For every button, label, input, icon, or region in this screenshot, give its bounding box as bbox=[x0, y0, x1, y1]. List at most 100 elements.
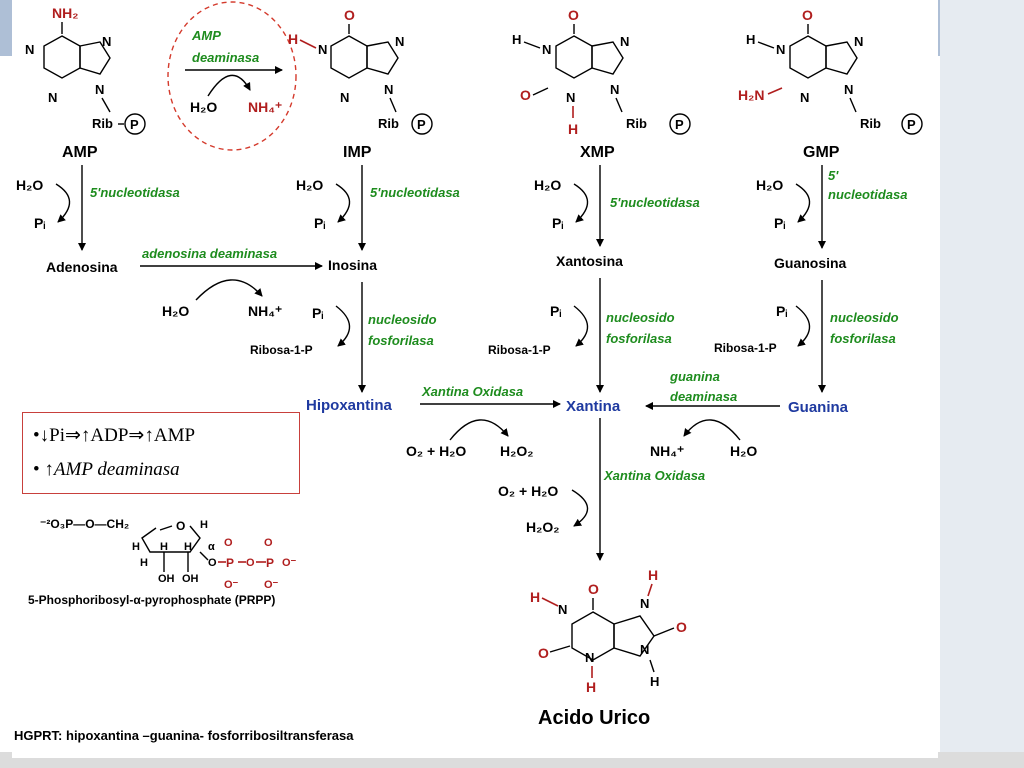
ua-h3: H bbox=[586, 679, 596, 695]
ino-pi: Pᵢ bbox=[312, 305, 323, 321]
prpp-caption: 5-Phosphoribosyl-α-pyrophosphate (PRPP) bbox=[28, 593, 275, 607]
amp-n1: N bbox=[25, 42, 34, 57]
xmp-n7: N bbox=[620, 34, 629, 49]
prpp-oh2: OH bbox=[182, 573, 199, 585]
prpp-p1-o-bottom: O⁻ bbox=[224, 579, 239, 591]
xo1-o2-h2o: O₂ + H₂O bbox=[406, 443, 466, 459]
xmp-n3: N bbox=[566, 90, 575, 105]
label-xmp: XMP bbox=[580, 144, 615, 161]
prpp-ring-o: O bbox=[176, 519, 185, 533]
prpp-alpha: α bbox=[208, 541, 215, 553]
enzyme-imp-nucleotidasa: 5'nucleotidasa bbox=[370, 185, 460, 200]
enzyme-ino-nucleosido: nucleosido bbox=[368, 312, 437, 327]
regulation-line-2-enzyme: AMP deaminasa bbox=[53, 459, 180, 480]
enzyme-xantina-oxidasa-1: Xantina Oxidasa bbox=[421, 384, 523, 399]
guo-pi: Pᵢ bbox=[776, 303, 787, 319]
prpp-p2-o-right: O⁻ bbox=[282, 557, 297, 569]
prpp-h1: H bbox=[200, 519, 208, 531]
amp-deam-h2o: H₂O bbox=[190, 99, 217, 115]
label-amp: AMP bbox=[62, 144, 98, 161]
ua-o2: O bbox=[538, 645, 549, 661]
xo2-o2-h2o: O₂ + H₂O bbox=[498, 483, 558, 499]
imp-o: O bbox=[344, 7, 355, 23]
xmp-phosphate: P bbox=[675, 117, 684, 132]
gmp-n1: N bbox=[776, 42, 785, 57]
enzyme-xao-nucleosido: nucleosido bbox=[606, 310, 675, 325]
enzyme-xao-fosforilasa: fosforilasa bbox=[606, 331, 672, 346]
amp-nt-h2o: H₂O bbox=[16, 177, 43, 193]
gmp-h1: H bbox=[746, 32, 755, 47]
guo-ribosa: Ribosa-1-P bbox=[714, 341, 777, 355]
xmp-structure: O H N N O N H N Rib P bbox=[512, 7, 691, 137]
prpp-o-link: O bbox=[208, 557, 217, 569]
ua-n3: N bbox=[585, 650, 594, 665]
prpp-bridge-o: O bbox=[246, 557, 255, 569]
ua-h1: H bbox=[530, 589, 540, 605]
xo1-h2o2: H₂O₂ bbox=[500, 443, 533, 459]
prpp-p2-o-top: O bbox=[264, 537, 273, 549]
label-adenosina: Adenosina bbox=[46, 259, 118, 275]
amp-phosphate: P bbox=[130, 117, 139, 132]
amp-n9: N bbox=[95, 82, 104, 97]
ua-o6: O bbox=[588, 581, 599, 597]
amp-rib: Rib bbox=[92, 116, 113, 131]
enzyme-amp-deaminasa-2: deaminasa bbox=[192, 50, 259, 65]
amp-structure: NH₂ N N N N Rib P bbox=[25, 5, 146, 135]
ua-n1: N bbox=[558, 602, 567, 617]
label-hipoxantina: Hipoxantina bbox=[306, 397, 392, 414]
imp-nt-h2o: H₂O bbox=[296, 177, 323, 193]
imp-structure: O H N N N N Rib P bbox=[288, 7, 433, 135]
imp-rib: Rib bbox=[378, 116, 399, 131]
imp-n9: N bbox=[384, 82, 393, 97]
prpp-h4: H bbox=[132, 541, 140, 553]
xao-pi: Pᵢ bbox=[550, 303, 561, 319]
enzyme-guanina-deaminasa-1: guanina bbox=[669, 369, 720, 384]
gmp-n7: N bbox=[854, 34, 863, 49]
ua-n7: N bbox=[640, 596, 649, 611]
prpp-h2: H bbox=[184, 541, 192, 553]
xao-ribosa: Ribosa-1-P bbox=[488, 343, 551, 357]
uric-acid-structure: O H N N H O O N H N H bbox=[530, 567, 687, 695]
xmp-h1: H bbox=[512, 32, 521, 47]
regulation-box: •↓Pi⇒↑ADP⇒↑AMP • ↑AMP deaminasa bbox=[22, 412, 300, 494]
xmp-o2: O bbox=[520, 87, 531, 103]
xmp-n1: N bbox=[542, 42, 551, 57]
imp-phosphate: P bbox=[417, 117, 426, 132]
prpp-p2: P bbox=[266, 556, 274, 570]
amp-nh2-label: NH₂ bbox=[52, 5, 78, 21]
regulation-line-1: •↓Pi⇒↑ADP⇒↑AMP bbox=[33, 425, 196, 446]
gd-h2o: H₂O bbox=[730, 443, 757, 459]
xmp-nt-pi: Pᵢ bbox=[552, 215, 563, 231]
xmp-n9: N bbox=[610, 82, 619, 97]
gmp-h2n: H₂N bbox=[738, 87, 764, 103]
label-acido-urico: Acido Urico bbox=[538, 707, 650, 729]
ua-o8: O bbox=[676, 619, 687, 635]
xo2-h2o2: H₂O₂ bbox=[526, 519, 559, 535]
enzyme-amp-nucleotidasa: 5'nucleotidasa bbox=[90, 185, 180, 200]
label-guanina: Guanina bbox=[788, 399, 849, 416]
prpp-h3: H bbox=[160, 541, 168, 553]
right-decoration-strip bbox=[940, 0, 1024, 768]
regulation-line-2-prefix: • ↑ bbox=[33, 459, 54, 480]
amp-deam-nh4: NH₄⁺ bbox=[248, 99, 282, 115]
enzyme-ino-fosforilasa: fosforilasa bbox=[368, 333, 434, 348]
enzyme-guanina-deaminasa-2: deaminasa bbox=[670, 389, 737, 404]
gd-nh4: NH₄⁺ bbox=[650, 443, 684, 459]
prpp-h5: H bbox=[140, 557, 148, 569]
enzyme-adenosina-deaminasa: adenosina deaminasa bbox=[142, 246, 277, 261]
gmp-phosphate: P bbox=[907, 117, 916, 132]
gmp-n9: N bbox=[844, 82, 853, 97]
prpp-oh1: OH bbox=[158, 573, 175, 585]
xmp-rib: Rib bbox=[626, 116, 647, 131]
imp-n3: N bbox=[340, 90, 349, 105]
gmp-n3: N bbox=[800, 90, 809, 105]
ino-ribosa: Ribosa-1-P bbox=[250, 343, 313, 357]
label-guanosina: Guanosina bbox=[774, 255, 847, 271]
enzyme-guo-nucleosido: nucleosido bbox=[830, 310, 899, 325]
prpp-structure: ⁻²O₃P—O—CH₂ O H α H H H H OH OH O P O O⁻… bbox=[40, 517, 297, 591]
amp-n7: N bbox=[102, 34, 111, 49]
imp-nt-pi: Pᵢ bbox=[314, 215, 325, 231]
label-gmp: GMP bbox=[803, 144, 840, 161]
xmp-h3: H bbox=[568, 121, 578, 137]
prpp-p1: P bbox=[226, 556, 234, 570]
